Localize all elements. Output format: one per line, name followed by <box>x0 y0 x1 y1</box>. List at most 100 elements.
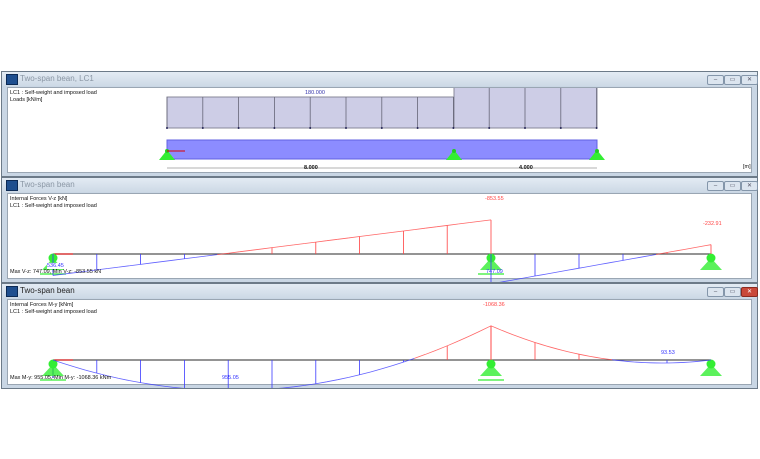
shear-curve <box>370 233 382 236</box>
shear-curve <box>595 263 602 266</box>
moment-curve <box>359 371 371 376</box>
shear-curve <box>534 274 541 277</box>
close-button[interactable]: ✕ <box>741 287 758 297</box>
load-case-label: LC1 : Self-weight and imposed load <box>10 203 97 209</box>
shear-curve <box>545 272 552 275</box>
moment-curve <box>705 359 712 362</box>
load-arrow-head <box>345 127 347 129</box>
moment-curve <box>107 375 119 379</box>
support-icon <box>589 150 605 160</box>
minimize-button[interactable]: – <box>707 75 724 85</box>
shear-curve <box>655 253 662 255</box>
span1-dimension: 8.000 <box>304 165 318 171</box>
moment-curve <box>523 338 530 342</box>
value-label: 955.05 <box>222 375 239 381</box>
close-button[interactable]: ✕ <box>741 181 758 191</box>
support-icon <box>446 150 462 160</box>
shear-curve <box>260 247 273 250</box>
graphics-area[interactable]: Internal Forces V-z [kN] LC1 : Self-weig… <box>7 193 752 282</box>
loads-window[interactable]: Two-span bean, LC1 – ▭ ✕ LC1 : Self-weig… <box>1 71 758 177</box>
restore-button[interactable]: ▭ <box>724 75 741 85</box>
shear-curve <box>107 266 119 269</box>
moment-curve <box>425 349 437 355</box>
moment-curve <box>479 325 492 332</box>
shear-curve <box>644 255 651 257</box>
close-button[interactable]: ✕ <box>741 75 758 85</box>
support-node <box>452 149 456 153</box>
restore-button[interactable]: ▭ <box>724 181 741 191</box>
window-title: Two-span bean <box>20 180 75 189</box>
shear-curve <box>85 269 97 272</box>
moment-curve <box>595 356 602 359</box>
graphics-area[interactable]: LC1 : Self-weight and imposed load Loads… <box>7 87 752 173</box>
moment-curve <box>551 347 558 350</box>
load-arrow-head <box>452 127 455 129</box>
moment-curve <box>600 357 607 360</box>
shear-curve <box>501 280 508 282</box>
moment-curve <box>545 345 552 348</box>
support-left <box>42 364 64 376</box>
restore-button[interactable]: ▭ <box>724 287 741 297</box>
minimize-button[interactable]: – <box>707 287 724 297</box>
shear-curve <box>271 245 284 249</box>
moment-curve <box>567 351 574 354</box>
shear-diagram <box>40 219 722 282</box>
result-type-label: Internal Forces V-z [kN] <box>10 196 68 202</box>
moment-curve <box>501 330 508 333</box>
result-type-label: Internal Forces M-y [kNm] <box>10 302 74 308</box>
moment-curve <box>534 342 541 345</box>
support-node <box>595 149 599 153</box>
shear-window[interactable]: Two-span bean – ▭ ✕ Internal Forces V-z … <box>1 177 758 283</box>
window-title: Two-span bean <box>20 286 75 295</box>
shear-curve <box>63 272 75 275</box>
shear-curve <box>518 277 525 280</box>
moment-curve <box>304 383 316 386</box>
shear-curve <box>479 219 492 222</box>
moment-curve <box>622 360 629 362</box>
support-right <box>700 364 722 376</box>
shear-curve <box>250 248 262 251</box>
shear-curve <box>162 259 174 262</box>
shear-curve <box>447 223 459 226</box>
value-label: -232.91 <box>703 221 722 227</box>
load-arrow-head <box>166 127 168 129</box>
moment-curve <box>326 379 338 383</box>
shear-curve <box>381 231 393 235</box>
load-case-label: LC1 : Self-weight and imposed load <box>10 309 97 315</box>
title-bar[interactable]: Two-span bean, LC1 – ▭ ✕ <box>2 72 758 86</box>
title-bar[interactable]: Two-span bean – ▭ ✕ <box>2 178 758 192</box>
beam-member <box>166 139 598 160</box>
moment-curve <box>611 359 618 361</box>
shear-curve <box>666 251 673 253</box>
moment-curve <box>293 384 305 388</box>
value-label: 93.53 <box>661 350 675 356</box>
moment-curve <box>173 386 185 388</box>
title-bar[interactable]: Two-span bean – ▭ ✕ <box>2 284 758 298</box>
shear-curve <box>315 240 327 243</box>
moment-curve <box>540 343 547 347</box>
moment-curve <box>118 377 130 382</box>
shear-curve <box>129 263 141 267</box>
moment-curve <box>584 354 591 357</box>
max-min-summary: Max V-z: 747.09, Min V-z: -853.55 kN <box>10 269 102 275</box>
shear-curve <box>195 255 207 258</box>
moment-curve <box>381 365 393 370</box>
support-left-node <box>48 359 58 369</box>
shear-curve <box>239 250 251 253</box>
app-icon <box>6 74 18 85</box>
unit-label: [m] <box>743 164 751 170</box>
support-right <box>700 258 722 270</box>
support-right-node <box>706 359 716 369</box>
moment-curve <box>151 384 163 387</box>
moment-curve <box>490 325 497 329</box>
shear-curve <box>228 251 240 254</box>
moment-curve <box>96 372 108 377</box>
shear-curve <box>282 244 294 247</box>
shear-curve <box>633 257 640 259</box>
minimize-button[interactable]: – <box>707 181 724 191</box>
moment-curve <box>447 340 459 347</box>
graphics-area[interactable]: Internal Forces M-y [kNm] LC1 : Self-wei… <box>7 299 752 388</box>
shear-curve <box>359 234 371 237</box>
moment-window[interactable]: Two-span bean – ▭ ✕ Internal Forces M-y … <box>1 283 758 389</box>
moment-curve <box>162 385 174 388</box>
